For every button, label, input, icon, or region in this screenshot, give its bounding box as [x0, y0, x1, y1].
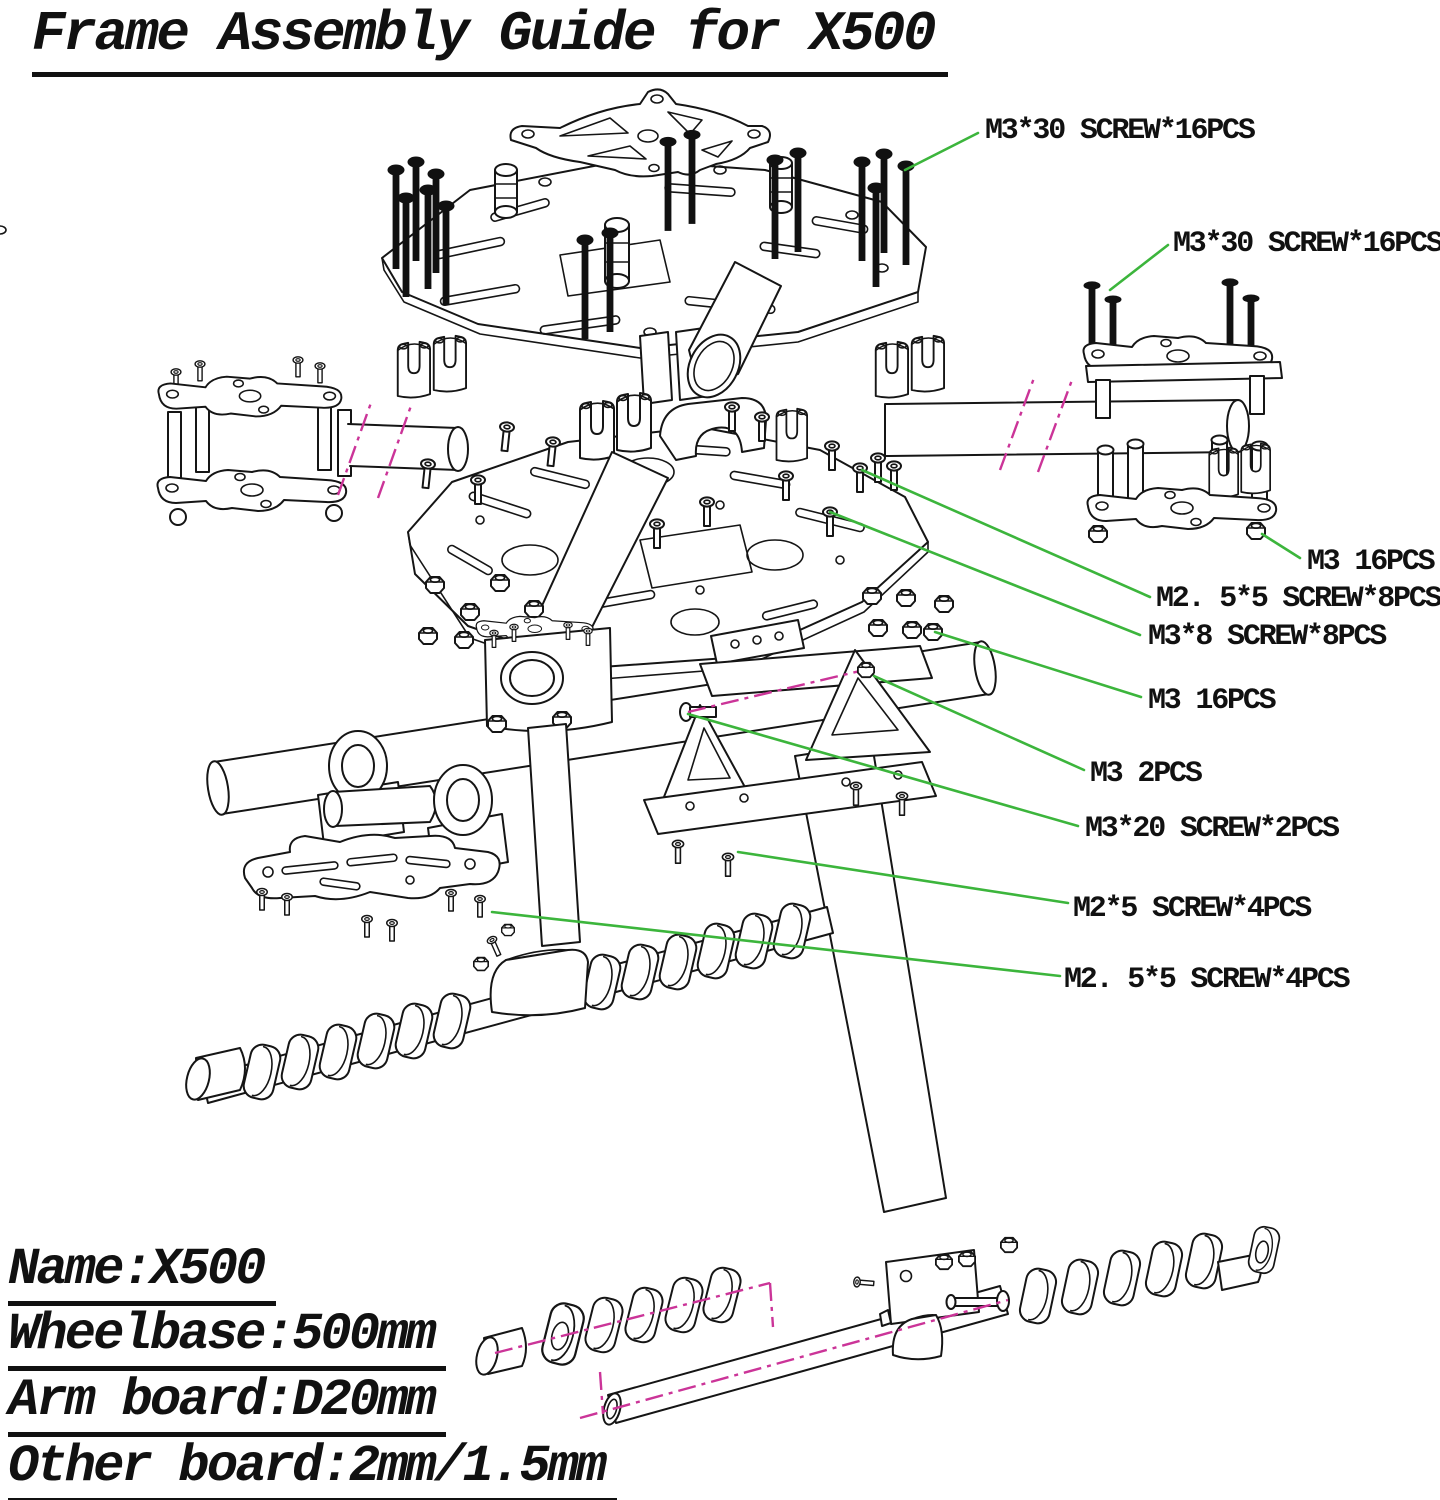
- top-center-tube: [686, 261, 782, 399]
- callout-m3x30-right: M3*30 SCREW*16PCS: [1173, 227, 1440, 261]
- front-leg-strut: [527, 723, 581, 947]
- top-plate-assembly: [0, 88, 927, 405]
- callout-m3x30-top: M3*30 SCREW*16PCS: [985, 114, 1256, 148]
- screw-axis-line: [687, 668, 865, 714]
- spec-other-board: Other board:2mm/1.5mm: [8, 1437, 617, 1500]
- left-arm-tube: [347, 423, 469, 472]
- detail-t-clamp: [852, 1236, 1018, 1361]
- spec-name: Name:X500: [8, 1240, 276, 1306]
- break-line: [1036, 379, 1074, 473]
- callout-m25x5-8pcs: M2. 5*5 SCREW*8PCS: [1156, 582, 1440, 616]
- skid-t-clamp: [472, 923, 589, 1017]
- callout-leaders: [490, 131, 1302, 978]
- break-line: [336, 399, 374, 496]
- left-motor-mount: [156, 334, 469, 526]
- right-tube-clamps-upper: [874, 334, 945, 399]
- right-mount-top: [1082, 278, 1283, 419]
- right-arm-tube: [884, 399, 1250, 457]
- landing-skid: [185, 900, 834, 1104]
- callout-m3-16pcs-b: M3 16PCS: [1148, 684, 1277, 718]
- right-motor-mount: [874, 278, 1283, 543]
- spec-wheelbase: Wheelbase:500mm: [8, 1305, 447, 1371]
- left-mount-top-plate: [157, 375, 343, 418]
- left-tube-clamps: [396, 334, 467, 399]
- callout-m3-16pcs-a: M3 16PCS: [1307, 545, 1436, 579]
- left-mount-bottom-plate: [156, 469, 348, 512]
- callout-m2x5-4pcs: M2*5 SCREW*4PCS: [1073, 892, 1312, 926]
- page-title: Frame Assembly Guide for X500: [32, 2, 949, 77]
- right-mount-bottom: [1086, 434, 1278, 543]
- rear-leg-strut: [794, 743, 947, 1213]
- callout-m3x8-8pcs: M3*8 SCREW*8PCS: [1148, 620, 1387, 654]
- break-line: [998, 377, 1036, 471]
- detail-centerlines: [494, 1281, 1009, 1420]
- callout-m3-2pcs: M3 2PCS: [1090, 757, 1203, 791]
- accessory-plate: [242, 833, 501, 942]
- center-clamp-blocks: [579, 392, 808, 463]
- callout-m25x5-4pcs: M2. 5*5 SCREW*4PCS: [1064, 963, 1351, 997]
- arm-clamp-block: [475, 615, 613, 733]
- top-x-plate: [509, 88, 771, 178]
- spec-arm-board: Arm board:D20mm: [8, 1371, 447, 1437]
- bearing-blocks: [317, 730, 509, 877]
- detail-foam-rings-right: [1016, 1224, 1283, 1327]
- callout-m3x20-2pcs: M3*20 SCREW*2PCS: [1085, 812, 1340, 846]
- leg-mount-bracket: [643, 619, 937, 878]
- landing-gear-assembly: [206, 615, 997, 1213]
- skid-detail-assembly: [475, 1224, 1283, 1426]
- break-line: [376, 402, 414, 499]
- detail-foam-rings-left: [475, 1264, 745, 1376]
